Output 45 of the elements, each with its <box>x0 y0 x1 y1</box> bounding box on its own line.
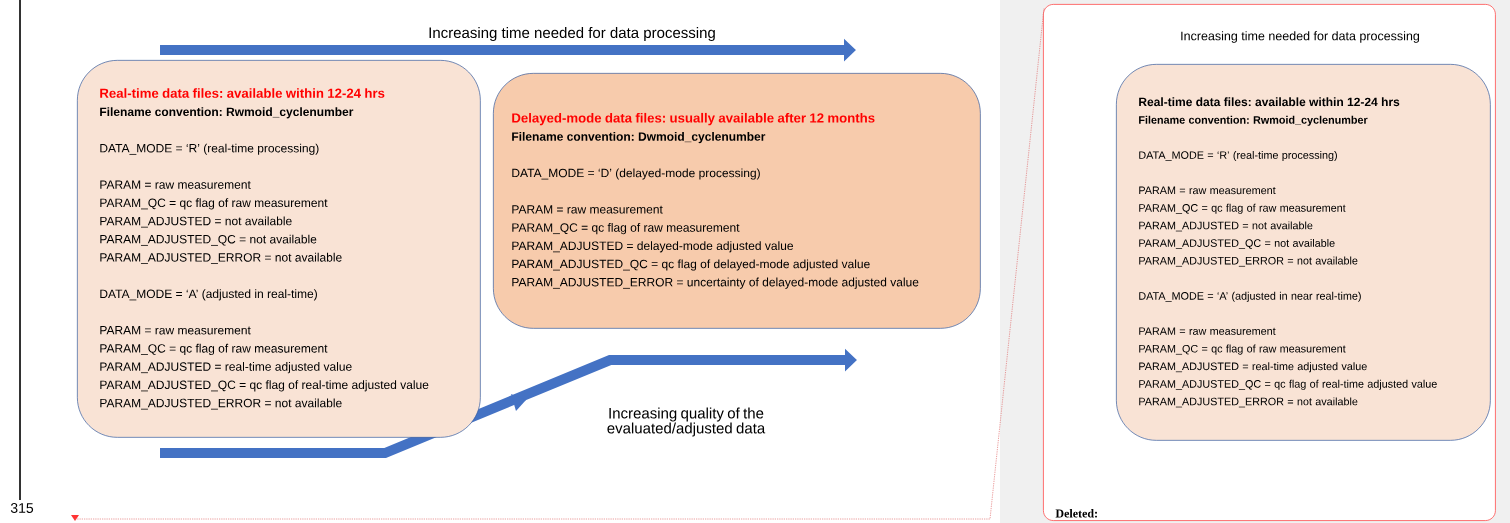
field-line: PARAM_ADJUSTED = real-time adjusted value <box>1139 362 1367 373</box>
caption-text: 315 <box>10 503 34 513</box>
field-line: PARAM_ADJUSTED = delayed-mode adjusted value <box>512 241 793 253</box>
field-line: PARAM_ADJUSTED_QC = not available <box>100 234 317 246</box>
field-line: PARAM_ADJUSTED_QC = qc flag of real-time adjusted value <box>100 380 429 392</box>
box-heading: Real-time data files: available within 12-24 hrs <box>1139 97 1400 107</box>
filename-line: Filename convention: Rwmoid_cyclenumber <box>1139 115 1368 126</box>
field-line: DATA_MODE = ‘D’ (delayed-mode processing) <box>512 168 760 180</box>
leader-line <box>74 7 1045 520</box>
field-line: PARAM = raw measurement <box>1139 327 1276 335</box>
rounded-box <box>1116 64 1491 441</box>
field-line: PARAM_ADJUSTED_ERROR = not available <box>100 398 342 410</box>
field-line: DATA_MODE = ‘R’ (real-time processing) <box>100 143 319 155</box>
field-line: PARAM_ADJUSTED_ERROR = not available <box>100 252 342 264</box>
comment-label: Deleted: <box>1055 509 1097 518</box>
caption-text: Increasing time needed for data processing <box>429 27 715 41</box>
field-line: PARAM_ADJUSTED = real-time adjusted value <box>100 362 352 374</box>
field-line: PARAM_QC = qc flag of raw measurement <box>100 198 328 210</box>
field-line: PARAM_ADJUSTED_QC = qc flag of delayed-mode adjusted value <box>512 259 870 271</box>
field-line: PARAM_ADJUSTED = not available <box>100 216 292 228</box>
field-line: PARAM_ADJUSTED = not available <box>1139 221 1313 232</box>
caption-text: Increasing time needed for data processing <box>1181 31 1420 43</box>
field-line: PARAM_ADJUSTED_QC = not available <box>1139 239 1335 249</box>
field-line: PARAM = raw measurement <box>1139 186 1276 195</box>
field-line: PARAM_ADJUSTED_QC = qc flag of real-time adjusted value <box>1139 379 1437 390</box>
field-line: PARAM = raw measurement <box>512 205 663 214</box>
field-line: DATA_MODE = ‘A’ (adjusted in near real-time) <box>1139 291 1361 302</box>
field-line: PARAM_QC = qc flag of raw measurement <box>1139 344 1346 355</box>
box-heading: Delayed-mode data files: usually available after 12 months <box>512 112 875 126</box>
filename-line: Filename convention: Rwmoid_cyclenumber <box>100 107 354 119</box>
caption-text: Increasing quality of the evaluated/adjusted data <box>607 407 766 437</box>
rounded-box <box>77 60 481 438</box>
field-line: DATA_MODE = ‘A’ (adjusted in real-time) <box>100 289 317 301</box>
field-line: DATA_MODE = ‘R’ (real-time processing) <box>1139 151 1337 162</box>
field-line: PARAM_QC = qc flag of raw measurement <box>1139 203 1346 214</box>
field-line: PARAM = raw measurement <box>100 326 251 335</box>
field-line: PARAM_QC = qc flag of raw measurement <box>512 223 740 235</box>
field-line: PARAM_ADJUSTED_ERROR = uncertainty of delayed-mode adjusted value <box>512 277 919 289</box>
filename-line: Filename convention: Dwmoid_cyclenumber <box>512 132 766 144</box>
field-line: PARAM_ADJUSTED_ERROR = not available <box>1139 397 1358 408</box>
field-line: PARAM_QC = qc flag of raw measurement <box>100 343 328 356</box>
box-heading: Real-time data files: available within 12-24 hrs <box>100 88 385 98</box>
field-line: PARAM_ADJUSTED_ERROR = not available <box>1139 256 1358 267</box>
field-line: PARAM = raw measurement <box>100 180 251 189</box>
rounded-box <box>493 73 981 329</box>
